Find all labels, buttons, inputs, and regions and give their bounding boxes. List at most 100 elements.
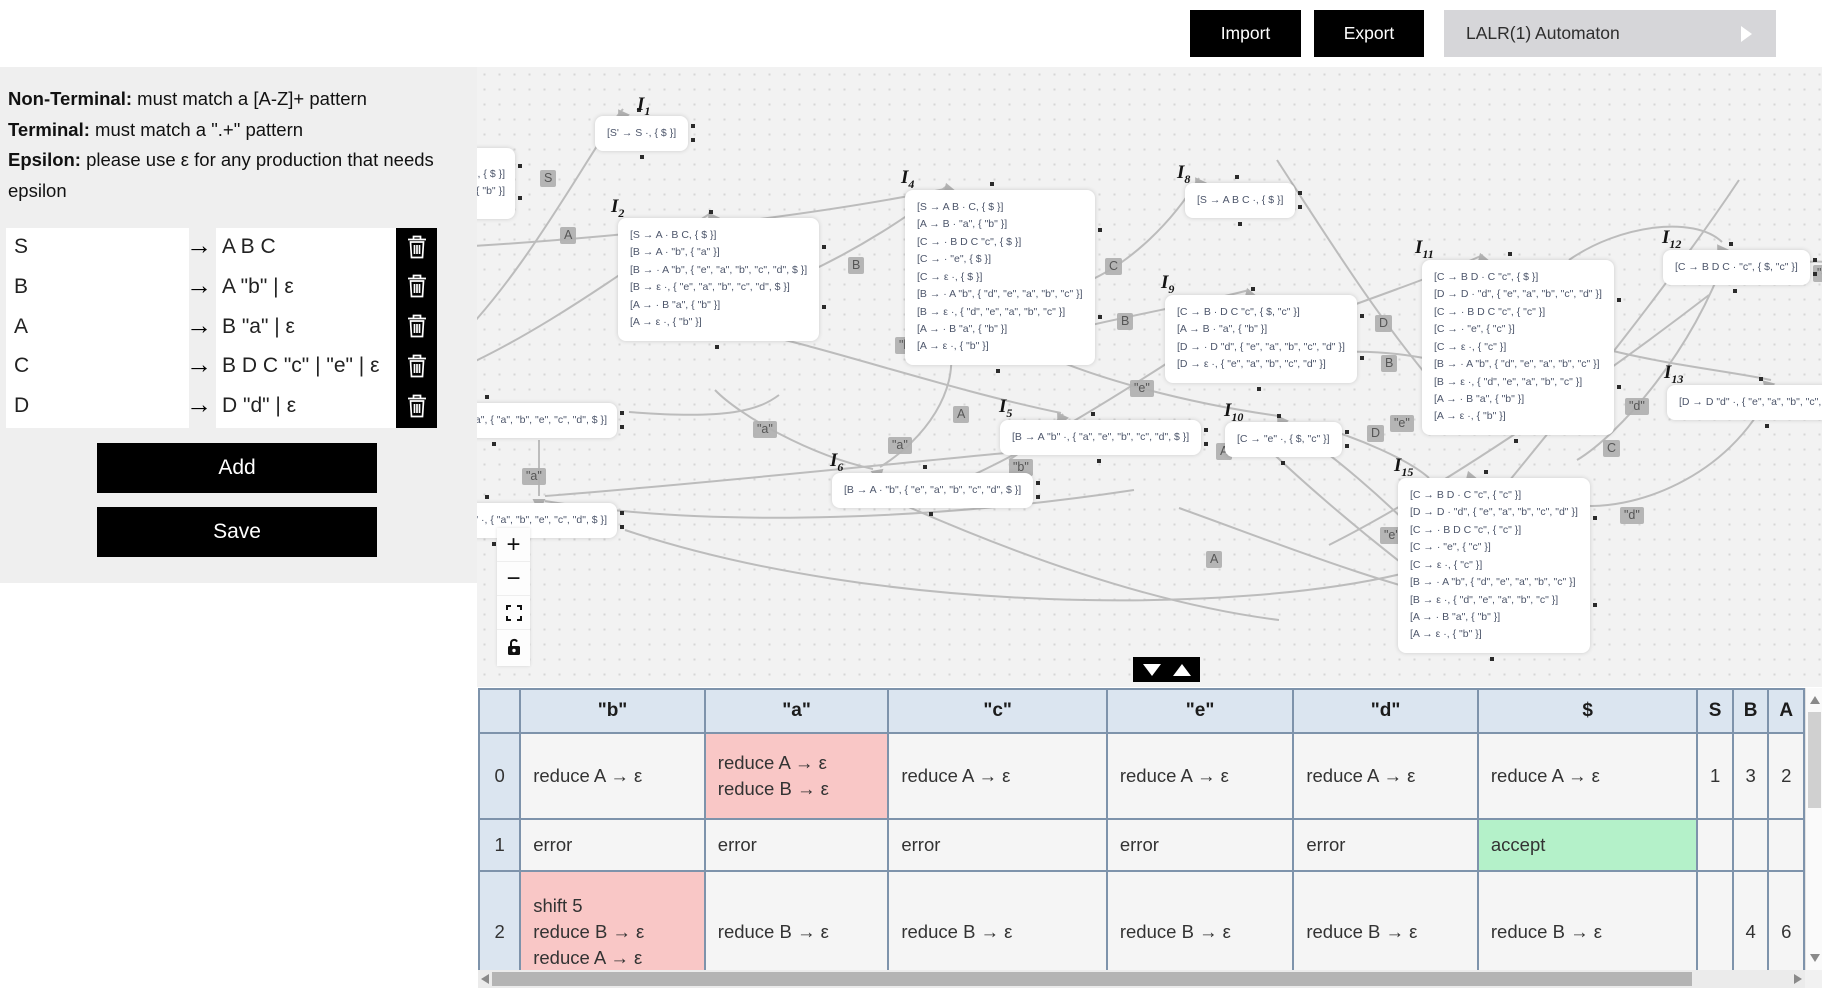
delete-rule-button[interactable] [398, 392, 435, 422]
action-text: reduce B → ε [717, 921, 829, 942]
table-header-e: "e" [1105, 688, 1295, 734]
automaton-state-I8[interactable]: [S → A B C ·, { $ }] [1185, 175, 1303, 227]
connection-point-dot [1257, 386, 1262, 391]
lr-item: [C → ε ·, { $ }] [917, 270, 983, 283]
table-vertical-scrollbar[interactable] [1805, 688, 1822, 970]
automaton-mode-select[interactable]: LALR(1) Automaton [1444, 10, 1776, 57]
automaton-state-I1[interactable]: [S' → S ·, { $ }] [595, 108, 696, 160]
import-button[interactable]: Import [1190, 10, 1301, 57]
automaton-state-I2[interactable]: [S → A · B C, { $ }][B → A · "b", { "a" … [618, 210, 827, 349]
action-text: error [1119, 834, 1159, 855]
edge-transition-label: D [1367, 425, 1385, 442]
vertical-scroll-thumb[interactable] [1808, 712, 1821, 808]
automaton-state-I4[interactable]: [S → A B · C, { $ }][A → B · "a", { "b" … [905, 182, 1102, 373]
action-cell: reduce A → ε [1105, 732, 1295, 820]
action-text: reduce B → ε [1306, 921, 1418, 942]
lr-item: [C → B · D C "c", { $, "c" }] [1177, 306, 1300, 318]
table-horizontal-scrollbar[interactable] [478, 970, 1805, 988]
goto-cell [1696, 818, 1734, 872]
automaton-state-I10[interactable]: [C → "e" ·, { $, "c" }] [1225, 414, 1349, 466]
connection-point-dot [1508, 252, 1513, 256]
production-field[interactable]: B "a" | ε [222, 314, 295, 338]
edge-transition-label: "c" [1813, 265, 1822, 282]
automaton-state-partial[interactable]: [S → · A B C, { $ }][A → ε ·, { "b" }] [477, 148, 522, 219]
production-field[interactable]: A "b" | ε [222, 274, 294, 298]
action-text: reduce A → ε [901, 765, 1011, 786]
lr-item: [A → ε ·, { "b" }] [477, 185, 505, 198]
nonterminal-field[interactable]: B [14, 274, 29, 298]
connection-point-dot [928, 512, 933, 517]
edge-transition-label: "e" [1390, 415, 1414, 432]
automaton-state-I11[interactable]: [C → B D · C "c", { $ }][D → D · "d", { … [1422, 252, 1621, 443]
lr-item: [B → ε ·, { "e", "a", "b", "c", "d", $ }… [630, 281, 790, 294]
fit-view-button[interactable] [497, 596, 530, 630]
automaton-state-I13[interactable]: [D → D "d" ·, { "e", "a", "b", "c", "d",… [1667, 377, 1822, 429]
edge-transition-label: "b" [1009, 459, 1033, 476]
epsilon-label: Epsilon: [8, 149, 81, 170]
state-number-cell: 2 [478, 870, 522, 970]
lr-item: [C → · B D C "c", { $ }] [917, 235, 1022, 248]
edge-transition-label: "a" [522, 468, 546, 485]
table-header-A: A [1767, 688, 1805, 734]
automaton-state-I15[interactable]: [C → B D · C "c", { "c" }][D → D · "d", … [1398, 470, 1597, 661]
state-label-I12: I12 [1662, 227, 1682, 251]
nonterminal-field[interactable]: D [14, 394, 30, 418]
horizontal-scroll-thumb[interactable] [492, 972, 1692, 986]
lr-item: [B → ε ·, { "d", "e", "a", "b", "c" }] [1410, 593, 1559, 606]
delete-rule-button[interactable] [398, 273, 435, 303]
edge-transition-label: "e" [1130, 380, 1154, 397]
grammar-help-text: Non-Terminal: must match a [A-Z]+ patter… [8, 84, 470, 206]
production-field[interactable]: B D C "c" | "e" | ε [222, 354, 380, 378]
lr-item: [B → A "b" ·, { "a", "e", "b", "c", "d",… [1012, 431, 1190, 443]
nonterminal-field[interactable]: A [14, 314, 29, 338]
connection-point-dot [822, 304, 827, 309]
zoom-out-button[interactable]: − [497, 562, 530, 596]
automaton-state-partial[interactable]: [A → B · "a", { "a", "b", "e", "c", "d",… [477, 395, 624, 447]
state-label-I4: I4 [901, 167, 915, 191]
save-grammar-button[interactable]: Save [97, 507, 377, 557]
delete-rule-button[interactable] [398, 352, 435, 382]
lr-item: [A → B "a" ·, { "a", "b", "e", "c", "d",… [477, 514, 607, 526]
connection-point-dot [1733, 289, 1738, 294]
add-rule-button[interactable]: Add [97, 443, 377, 493]
action-cell: error [1105, 818, 1295, 872]
nonterminal-field[interactable]: S [14, 235, 29, 258]
automaton-state-I12[interactable]: [C → B D C · "c", { $, "c" }] [1663, 242, 1817, 294]
state-label-I6: I6 [830, 450, 844, 474]
action-cell: reduce A → ε [887, 732, 1108, 820]
production-field[interactable]: D "d" | ε [222, 394, 297, 418]
lr-item: [A → ε ·, { "b" }] [1434, 410, 1506, 423]
zoom-in-button[interactable]: + [497, 528, 530, 562]
automaton-canvas[interactable]: I1[S' → S ·, { $ }]I2[S → A · B C, { $ }… [477, 67, 1822, 687]
automaton-state-I6[interactable]: [B → A · "b", { "e", "a", "b", "c", "d",… [832, 465, 1041, 517]
connection-point-dot [1036, 495, 1041, 500]
action-cell: error [887, 818, 1108, 872]
action-text: shift 5 [533, 895, 583, 916]
export-button[interactable]: Export [1314, 10, 1424, 57]
connection-point-dot [1097, 228, 1102, 233]
action-text: reduce B → ε [901, 921, 1013, 942]
delete-rule-button[interactable] [398, 233, 435, 263]
connection-point-dot [1251, 287, 1256, 291]
delete-rule-button[interactable] [398, 313, 435, 343]
production-field[interactable]: A B C [222, 235, 276, 258]
state-label-I11: I11 [1415, 237, 1434, 261]
connection-point-dot [1204, 442, 1209, 447]
epsilon-rule: please use ε for any production that nee… [8, 149, 434, 201]
lr-item: [A → · B "a", { "b" }] [1434, 392, 1525, 405]
table-header-$: $ [1476, 688, 1699, 734]
automaton-state-I9[interactable]: [C → B · D C "c", { $, "c" }][A → B · "a… [1165, 287, 1364, 391]
connection-point-dot [714, 344, 719, 349]
panel-resize-handle[interactable] [1133, 657, 1200, 682]
lock-toggle-button[interactable] [497, 630, 530, 664]
action-text: error [533, 834, 573, 855]
nonterminal-field[interactable]: C [14, 354, 30, 378]
scroll-right-icon [1794, 974, 1802, 984]
connection-point-dot [1616, 385, 1621, 390]
automaton-state-I5[interactable]: [B → A "b" ·, { "a", "e", "b", "c", "d",… [1000, 412, 1209, 464]
goto-cell [1767, 818, 1805, 872]
lr-item: [S' → S ·, { $ }] [607, 127, 677, 139]
lr-item: [C → · "e", { "c" }] [1410, 541, 1491, 554]
lr-item: [A → · B "a", { "b" }] [630, 298, 721, 311]
